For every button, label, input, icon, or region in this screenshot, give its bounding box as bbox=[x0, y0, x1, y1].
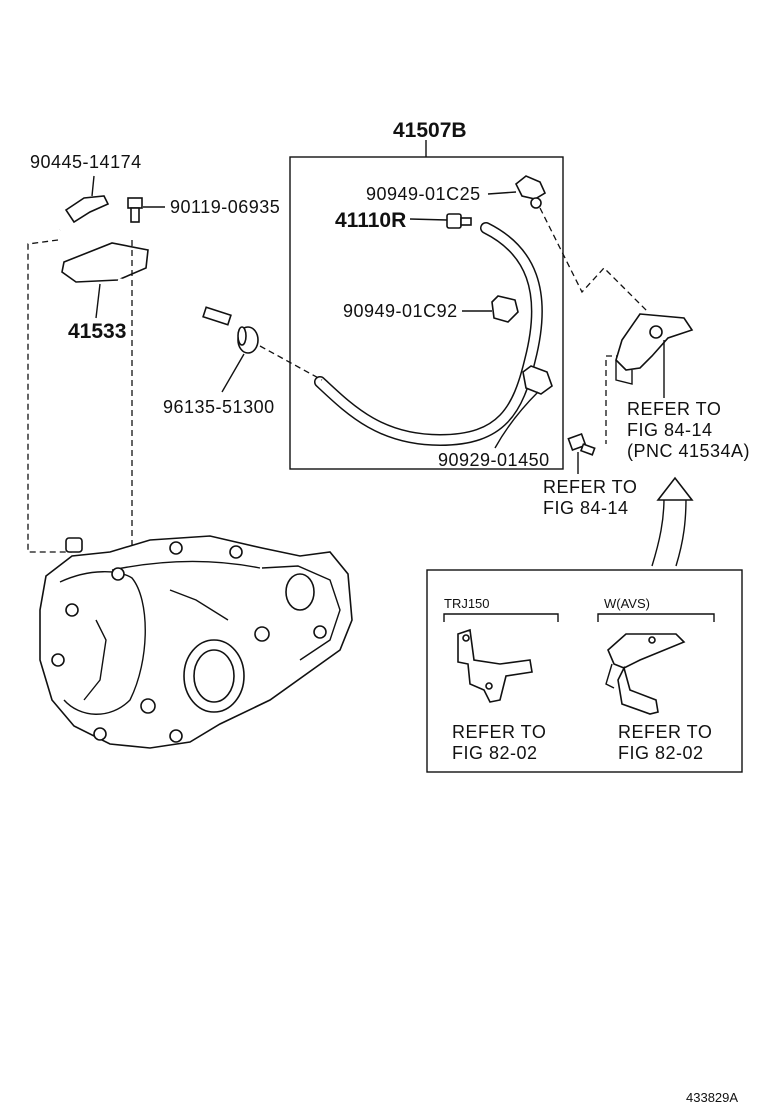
arrow-up-icon bbox=[651, 476, 694, 567]
label-90949-01c92[interactable]: 90949-01C92 bbox=[343, 301, 458, 321]
label-41507b[interactable]: 41507B bbox=[393, 119, 467, 142]
label-90949-01c25[interactable]: 90949-01C25 bbox=[366, 184, 481, 204]
refer-fig-84-14-b-line2: FIG 84-14 bbox=[543, 498, 629, 518]
bolt-90119-06935[interactable] bbox=[127, 197, 143, 223]
refer-fig-84-14-line1: REFER TO bbox=[627, 399, 721, 419]
refer-fig-84-14-line3: (PNC 41534A) bbox=[627, 441, 750, 461]
label-90929-01450[interactable]: 90929-01450 bbox=[438, 450, 550, 470]
label-41110r[interactable]: 41110R bbox=[335, 209, 406, 232]
figure-id: 433829A bbox=[686, 1090, 738, 1105]
hose-90445-14174[interactable] bbox=[64, 195, 110, 224]
bolt-fig-84-14[interactable] bbox=[567, 432, 596, 456]
refer-fig-84-14-line2: FIG 84-14 bbox=[627, 420, 713, 440]
refer-fig-84-14-b-line1: REFER TO bbox=[543, 477, 637, 497]
bracket-41534a[interactable] bbox=[615, 313, 694, 385]
inset-refer-2-line1: REFER TO bbox=[618, 722, 712, 742]
inset-refer-1-line2: FIG 82-02 bbox=[452, 743, 538, 763]
bracket-wavs[interactable] bbox=[605, 633, 686, 715]
clip-90949-01c25[interactable] bbox=[514, 175, 547, 209]
inset-box bbox=[426, 569, 743, 773]
label-41533[interactable]: 41533 bbox=[68, 320, 126, 343]
inset-refer-2-line2: FIG 82-02 bbox=[618, 743, 704, 763]
clip-90949-01c92[interactable] bbox=[491, 295, 519, 323]
plug-41110r[interactable] bbox=[446, 213, 472, 229]
grommet-96135-51300[interactable] bbox=[237, 326, 259, 354]
label-90119-06935[interactable]: 90119-06935 bbox=[170, 197, 280, 217]
clamp-90929-01450[interactable] bbox=[522, 365, 553, 395]
inset-title-trj150: TRJ150 bbox=[444, 596, 490, 611]
label-90445-14174[interactable]: 90445-14174 bbox=[30, 152, 142, 172]
differential-carrier bbox=[39, 535, 353, 749]
inset-refer-1-line1: REFER TO bbox=[452, 722, 546, 742]
breather-tube-41533[interactable] bbox=[51, 228, 232, 326]
breather-hose[interactable] bbox=[314, 222, 543, 447]
label-96135-51300[interactable]: 96135-51300 bbox=[163, 397, 275, 417]
bracket-trj150[interactable] bbox=[457, 628, 533, 703]
inset-title-wavs: W(AVS) bbox=[604, 596, 650, 611]
